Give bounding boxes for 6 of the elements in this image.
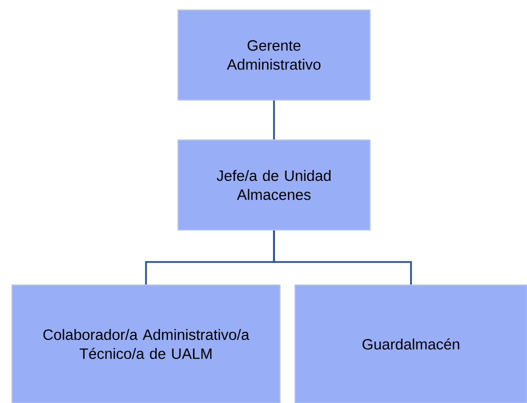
connector-line	[273, 230, 412, 284]
org-box: Colaborador/a Administrativo/a Técnico/a de UALM	[12, 284, 280, 403]
org-box: Gerente Administrativo	[178, 10, 370, 100]
org-box: Guardalmacén	[294, 284, 527, 403]
connector-line	[273, 100, 275, 140]
org-box: Jefe/a de Unidad Almacenes	[178, 140, 370, 230]
